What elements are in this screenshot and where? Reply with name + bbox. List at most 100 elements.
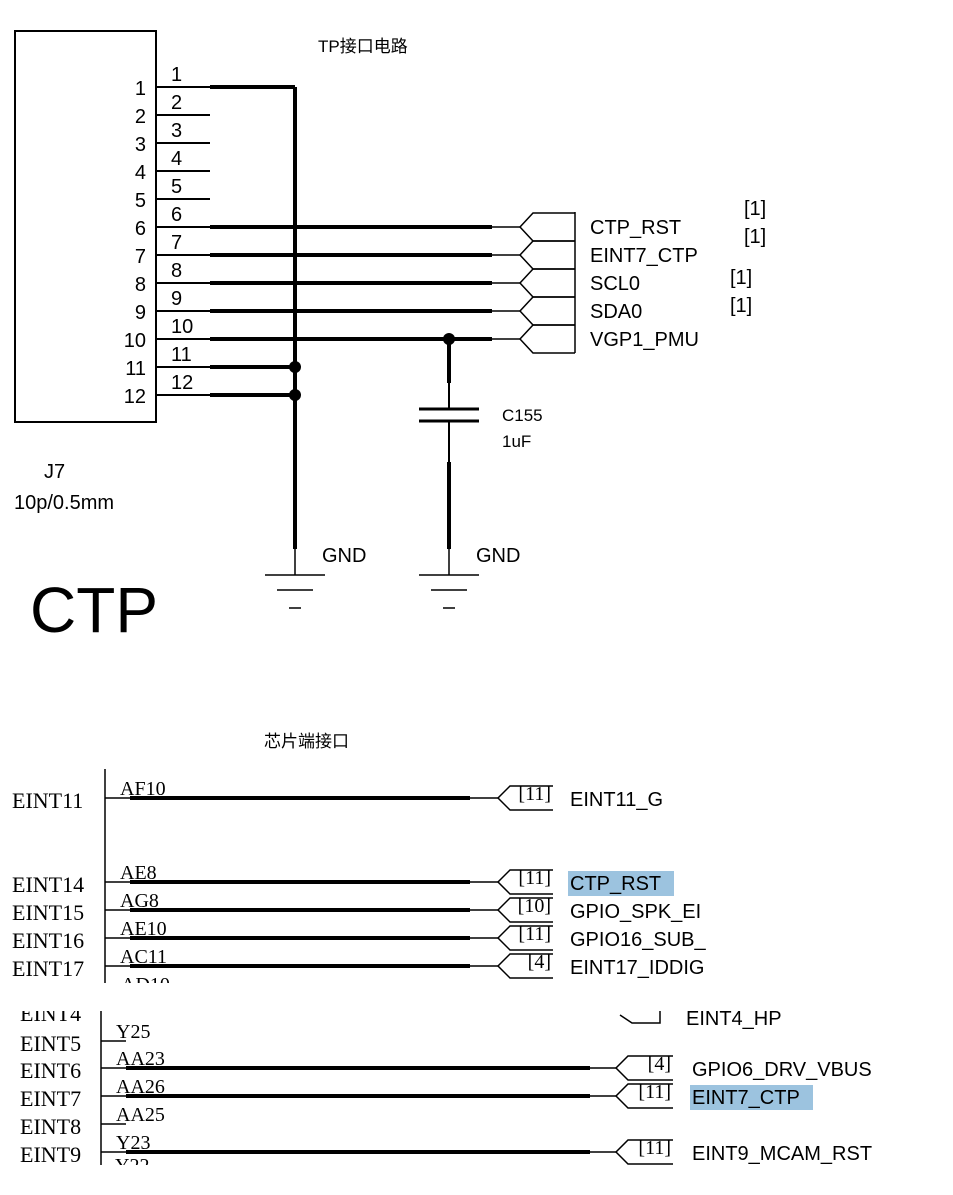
chip-ball-id: AE10 — [120, 918, 167, 940]
ctp-big-label: CTP — [30, 574, 158, 646]
connector-pin-9: 99 — [135, 288, 210, 324]
port-arrow — [518, 240, 575, 270]
chip-net-name: EINT17_IDDIG — [570, 957, 704, 979]
net-page-ref: [1] — [744, 226, 766, 248]
net-page-ref: [1] — [730, 295, 752, 317]
chip-port-arrow — [496, 925, 553, 951]
chip-pin-name: EINT14 — [12, 872, 84, 897]
net-highlight — [690, 1085, 813, 1110]
chip-page-ref: [11] — [518, 867, 551, 889]
chip-section-title: 芯片端接口 — [264, 732, 349, 751]
chip-net-name: EINT11_G — [570, 789, 663, 811]
pin-number-outer: 6 — [171, 204, 182, 226]
gnd-label-right: GND — [476, 545, 520, 567]
pin-number-inner: 12 — [124, 386, 146, 408]
pin-number-outer: 8 — [171, 260, 182, 282]
net-name: EINT7_CTP — [590, 245, 698, 267]
pin-number-outer: 5 — [171, 176, 182, 198]
chip-page-ref: [11] — [638, 1137, 671, 1159]
cap-refdes: C155 — [502, 406, 543, 425]
pin-number-inner: 11 — [125, 358, 146, 380]
chip-ball-id: AA25 — [116, 1104, 165, 1126]
connector-pin-7: 77 — [135, 232, 210, 268]
pin-number-inner: 7 — [135, 246, 146, 268]
connector-spec: 10p/0.5mm — [14, 492, 114, 514]
chip-ball-id: Y25 — [116, 1021, 150, 1043]
chip-page-ref: [4] — [528, 951, 551, 973]
gnd-label-left: GND — [322, 545, 366, 567]
chip-pin-name: EINT16 — [12, 928, 84, 953]
chip-net-name: GPIO_SPK_EI — [570, 901, 701, 923]
net-port-sda0: SDA0 [1] — [210, 295, 752, 326]
partial-port-arrow — [619, 1011, 661, 1024]
pin-number-inner: 3 — [135, 134, 146, 156]
net-name: SCL0 — [590, 273, 640, 295]
partial-top-row: EINT4 EINT4_HP — [0, 997, 953, 1030]
net-page-ref: [1] — [744, 198, 766, 220]
chip-port-arrow — [614, 1055, 673, 1081]
pin-number-outer: 2 — [171, 92, 182, 114]
net-port-scl0: SCL0 [1] — [210, 267, 752, 298]
connector-pin-1: 11 — [135, 64, 210, 100]
chip-ball-id: AE8 — [120, 862, 157, 884]
junction-dot-pin12 — [289, 389, 301, 401]
chip-pin-name: EINT17 — [12, 956, 84, 981]
chip-pin-name: EINT15 — [12, 900, 84, 925]
connector-refdes: J7 — [44, 461, 65, 483]
tp-section-title: TP接口电路 — [318, 37, 408, 56]
pin-number-outer: 7 — [171, 232, 182, 254]
port-arrow — [518, 324, 575, 354]
net-port-eint7_ctp: EINT7_CTP [1] — [210, 226, 766, 270]
chip-pin-name: EINT6 — [20, 1058, 81, 1083]
chip-port-arrow — [496, 953, 553, 979]
chip-ball-id: AG8 — [120, 890, 159, 912]
chip-port-arrow — [496, 869, 553, 895]
connector-pin-3: 33 — [135, 120, 210, 156]
chip-port-arrow — [614, 1083, 673, 1109]
port-arrow — [518, 296, 575, 326]
net-page-ref: [1] — [730, 267, 752, 289]
cap-value: 1uF — [502, 432, 531, 451]
chip-ball-id: AA23 — [116, 1048, 165, 1070]
chip-page-ref: [10] — [518, 895, 551, 917]
net-name: CTP_RST — [590, 217, 681, 239]
net-name: SDA0 — [590, 301, 642, 323]
chip-pin-name: EINT7 — [20, 1086, 81, 1111]
connector-pin-5: 55 — [135, 176, 210, 212]
pin-number-inner: 10 — [124, 330, 146, 352]
pin-number-outer: 4 — [171, 148, 182, 170]
junction-dot-pin11 — [289, 361, 301, 373]
chip-net-name: GPIO6_DRV_VBUS — [692, 1059, 872, 1081]
chip-port-arrow — [496, 785, 553, 811]
pin-number-inner: 1 — [135, 78, 146, 100]
chip-page-ref: [4] — [648, 1053, 671, 1075]
ground-symbol-right — [419, 549, 479, 609]
chip-net-name: CTP_RST — [570, 873, 661, 895]
ground-symbol-left — [265, 549, 325, 609]
pin-number-inner: 2 — [135, 106, 146, 128]
pin-number-outer: 9 — [171, 288, 182, 310]
chip-net-name: EINT9_MCAM_RST — [692, 1143, 872, 1165]
partial-net-name: EINT4_HP — [686, 1008, 782, 1030]
connector-pin-10: 10 10 — [124, 316, 210, 352]
chip-ball-id: AC11 — [120, 946, 167, 968]
chip-ball-id: AF10 — [120, 778, 166, 800]
chip-row-eint15: EINT15 AG8 [10] GPIO_SPK_EI — [12, 890, 701, 925]
port-arrow — [518, 212, 575, 242]
pin-number-outer: 10 — [171, 316, 193, 338]
chip-page-ref: [11] — [518, 783, 551, 805]
chip-port-arrow — [496, 897, 553, 923]
connector-pin-4: 44 — [135, 148, 210, 184]
pin-number-inner: 5 — [135, 190, 146, 212]
pin-number-inner: 6 — [135, 218, 146, 240]
pin-number-outer: 12 — [171, 372, 193, 394]
